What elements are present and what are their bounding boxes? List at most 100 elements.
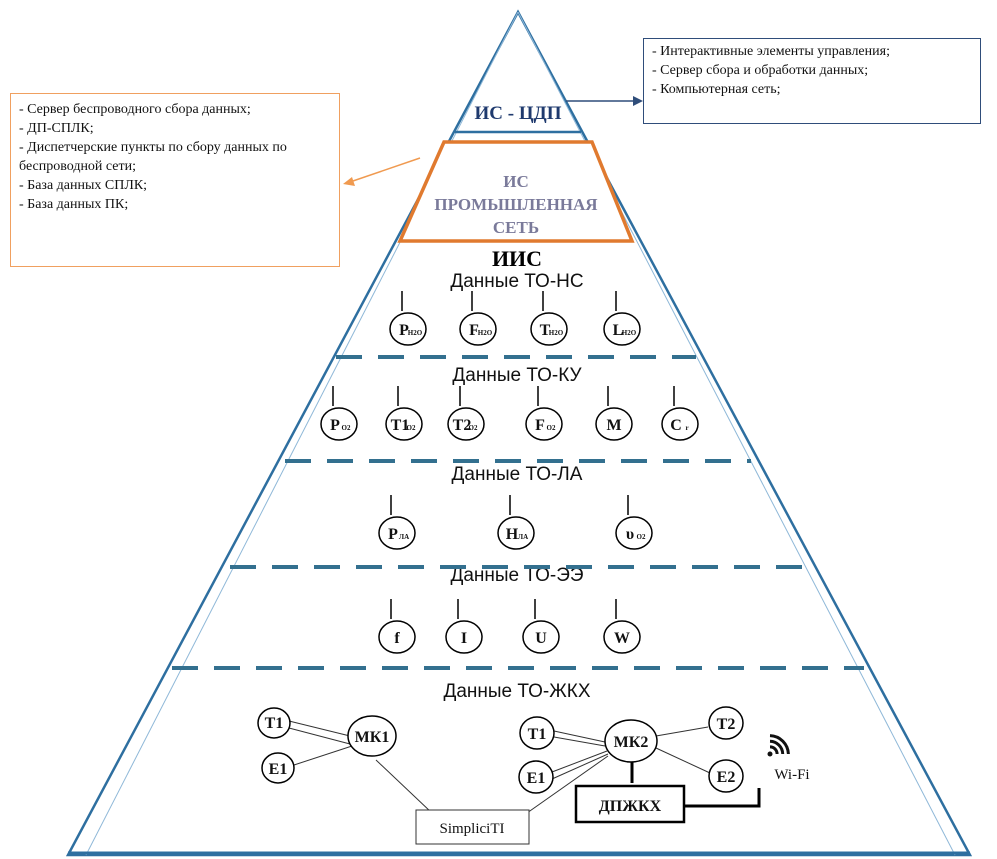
hub-mk1 [347, 715, 397, 757]
node-e1-left [261, 752, 295, 784]
sensor-circle [595, 407, 633, 441]
node-t2-right-label: T2 [717, 716, 736, 733]
node-t2-right [708, 706, 744, 740]
node-e2-right [708, 759, 744, 793]
top-label: ИС - ЦДП [475, 103, 562, 124]
arrow-left-connector [349, 157, 421, 183]
node-e1-right-label: E1 [527, 770, 546, 787]
industrial-line-3: СЕТЬ [493, 218, 539, 237]
hub-mk2 [604, 719, 658, 763]
hub-mk2-label: МК2 [614, 734, 649, 751]
sensor-label: M [606, 417, 621, 434]
callout-right-item: - Интерактивные элементы управления; [652, 44, 890, 59]
level-title-to-ee: Данные ТО-ЭЭ [450, 565, 583, 586]
sensor-label: U [535, 630, 547, 647]
node-t1-right-label: T1 [528, 726, 547, 743]
wifi-icon [767, 734, 790, 757]
node-t1-left [257, 707, 291, 739]
callout-left-item: - ДП-СПЛК; [19, 121, 94, 136]
sensor-subscript: H2O [622, 329, 637, 337]
sensor-label: P [330, 417, 340, 434]
link [375, 759, 433, 814]
link [553, 730, 606, 743]
sensor-label: F [535, 417, 545, 434]
arrow-left-head [343, 177, 355, 186]
link [551, 753, 609, 780]
sensor-label: f [394, 630, 400, 647]
link [655, 747, 711, 774]
sensor-subscript: O2 [547, 424, 556, 432]
callout-left-item: - Сервер беспроводного сбора данных; [19, 102, 251, 117]
sensor-circle [378, 620, 416, 654]
sensor-subscript: H2O [408, 329, 423, 337]
node-e1-right [518, 760, 554, 794]
node-e1-left-label: E1 [269, 761, 288, 778]
sensor-subscript: H2O [549, 329, 564, 337]
sensor-circle [378, 516, 416, 550]
sensor-circle [389, 312, 427, 346]
link [293, 745, 353, 766]
callout-right: - Интерактивные элементы управления; - С… [643, 38, 981, 124]
node-t1-left-label: T1 [265, 715, 284, 732]
industrial-line-1: ИС [503, 172, 529, 191]
sensor-circle [530, 312, 568, 346]
sensor-circle [661, 407, 699, 441]
wifi-label: Wi-Fi [774, 767, 809, 783]
sensor-label: T [540, 322, 551, 339]
callout-left-item: - Диспетчерские пункты по сбору данных п… [19, 140, 287, 174]
node-t1-right [519, 716, 555, 750]
sensor-label: C [670, 417, 682, 434]
link [655, 726, 709, 737]
sensor-circle [497, 516, 535, 550]
sensor-label: T1 [391, 417, 410, 434]
sensor-label: L [613, 322, 624, 339]
sensor-circle [447, 407, 485, 441]
dispatcher-label: ДПЖКХ [599, 798, 662, 815]
sensor-subscript: O2 [342, 424, 351, 432]
sensor-label: υ [626, 526, 634, 543]
callout-left-item: - База данных СПЛК; [19, 178, 148, 193]
industrial-line-2: ПРОМЫШЛЕННАЯ [434, 195, 597, 214]
iis-label: ИИС [492, 246, 542, 271]
sensor-label: I [461, 630, 467, 647]
level-title-to-zhkh: Данные ТО-ЖКХ [443, 681, 590, 702]
callout-right-item: - Сервер сбора и обработки данных; [652, 63, 869, 78]
sensor-circle [615, 516, 653, 550]
industrial-network-box [397, 140, 635, 243]
sensor-subscript: ЛА [399, 533, 409, 541]
link [683, 788, 761, 808]
sensor-circle [445, 620, 483, 654]
dispatcher-box [574, 784, 686, 824]
pyramid-outline [65, 9, 973, 857]
sensor-circle [525, 407, 563, 441]
sensor-circle [522, 620, 560, 654]
link [553, 736, 606, 747]
link [526, 755, 609, 814]
link [551, 750, 608, 773]
hub-mk1-label: МК1 [355, 729, 390, 746]
sensor-subscript: H2O [478, 329, 493, 337]
sensor-label: T2 [453, 417, 472, 434]
sensor-subscript: r [685, 424, 688, 432]
arrow-right-head [633, 96, 643, 106]
sensor-circle [603, 312, 641, 346]
sensor-label: H [506, 526, 519, 543]
level-title-to-ku: Данные ТО-КУ [452, 365, 582, 386]
callout-left: - Сервер беспроводного сбора данных; - Д… [10, 93, 340, 267]
callout-left-item: - База данных ПК; [19, 197, 129, 212]
simpliciti-label: SimpliciTI [440, 821, 505, 837]
zhkh-network: T1 E1 МК1 T1 E1 МК2 T2 E2 SimpliciTI ДПЖ… [257, 706, 810, 845]
callout-right-item: - Компьютерная сеть; [652, 82, 781, 97]
sensor-label: F [469, 322, 479, 339]
level-title-to-la: Данные ТО-ЛА [452, 464, 583, 485]
link [288, 720, 351, 737]
sensor-circle [603, 620, 641, 654]
sensor-subscript: O2 [637, 533, 646, 541]
sensor-subscript: O2 [407, 424, 416, 432]
sensor-circle [320, 407, 358, 441]
sensor-label: P [399, 322, 409, 339]
sensor-subscript: ЛА [518, 533, 528, 541]
sensor-label: W [614, 630, 630, 647]
sensor-circle [459, 312, 497, 346]
